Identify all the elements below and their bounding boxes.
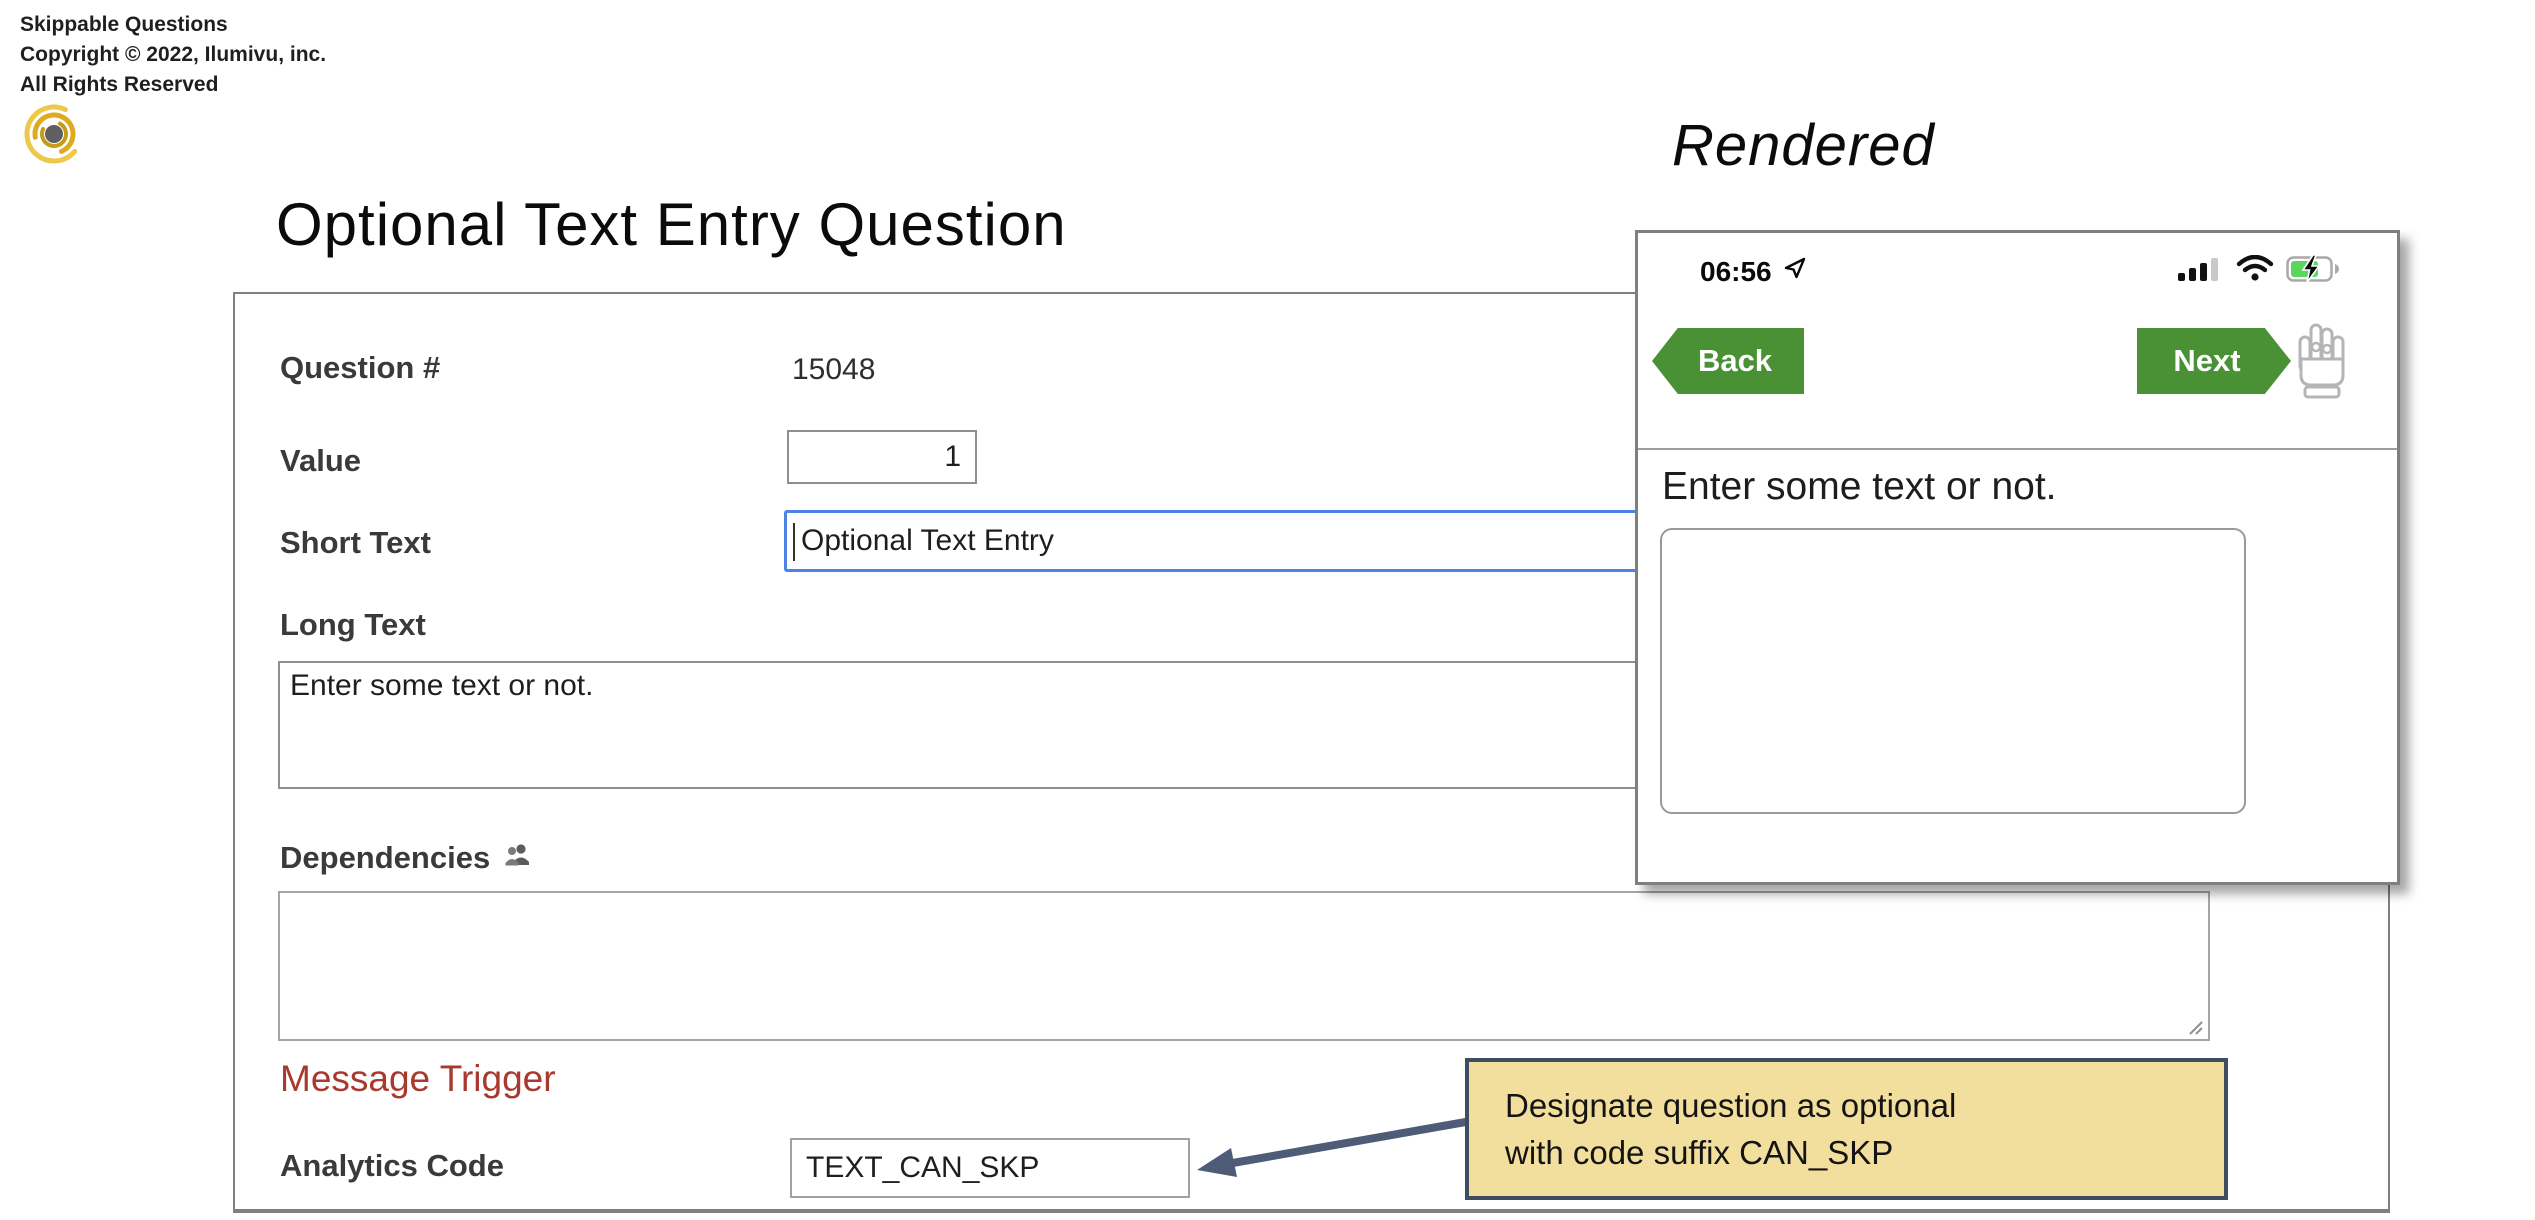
callout-line-2: with code suffix CAN_SKP — [1505, 1134, 1894, 1171]
dependencies-row: Dependencies — [280, 840, 532, 876]
value-input[interactable] — [787, 430, 977, 484]
copyright-line-2: Copyright © 2022, Ilumivu, inc. — [20, 43, 327, 66]
back-button[interactable]: Back — [1652, 328, 1804, 394]
copyright-line-3: All Rights Reserved — [20, 73, 219, 96]
rendered-label: Rendered — [1672, 113, 1935, 178]
wifi-icon — [2236, 254, 2274, 288]
callout-line-1: Designate question as optional — [1505, 1087, 1957, 1124]
phone-preview-panel: 06:56 — [1635, 230, 2400, 885]
dependencies-label: Dependencies — [280, 840, 491, 875]
status-bar-time: 06:56 — [1700, 255, 1808, 288]
people-icon — [502, 840, 532, 876]
long-text-label: Long Text — [280, 607, 426, 642]
battery-charging-icon — [2286, 254, 2342, 288]
next-button[interactable]: Next — [2137, 328, 2291, 394]
text-cursor — [793, 523, 795, 561]
analytics-code-label: Analytics Code — [280, 1148, 504, 1183]
clock-text: 06:56 — [1700, 255, 1772, 287]
short-text-input[interactable] — [784, 510, 1700, 572]
location-arrow-icon — [1782, 255, 1808, 288]
copyright-line-1: Skippable Questions — [20, 13, 228, 36]
message-trigger-heading: Message Trigger — [280, 1058, 556, 1099]
value-label: Value — [280, 443, 361, 478]
phone-question-text: Enter some text or not. — [1662, 465, 2057, 508]
dependencies-textarea[interactable] — [278, 891, 2210, 1041]
short-text-label: Short Text — [280, 525, 431, 560]
phone-answer-textarea[interactable] — [1660, 528, 2246, 814]
question-number-label: Question # — [280, 350, 441, 385]
raised-hand-icon[interactable] — [2296, 321, 2352, 408]
resize-handle-icon[interactable] — [2186, 1018, 2204, 1041]
page-title: Optional Text Entry Question — [276, 191, 1067, 258]
status-bar-icons — [2178, 254, 2342, 288]
phone-divider — [1638, 448, 2397, 450]
callout-arrow — [1197, 1116, 1478, 1177]
copyright-block: Skippable Questions Copyright © 2022, Il… — [20, 10, 326, 100]
callout-note: Designate question as optional with code… — [1465, 1058, 2228, 1200]
cellular-signal-icon — [2178, 256, 2224, 287]
analytics-code-input[interactable] — [790, 1138, 1190, 1198]
question-number-value: 15048 — [792, 353, 876, 386]
ilumivu-logo-icon — [22, 102, 86, 171]
